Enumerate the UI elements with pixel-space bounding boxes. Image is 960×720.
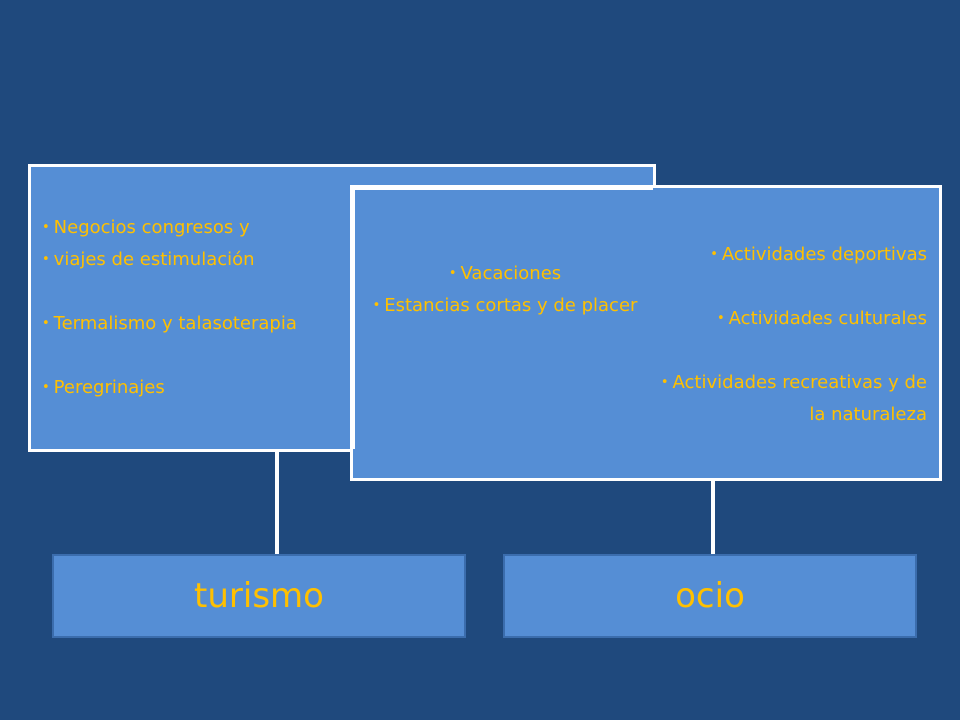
list-item: Estancias cortas y de placer bbox=[360, 290, 650, 322]
shared-activities-list: Vacaciones Estancias cortas y de placer bbox=[360, 258, 650, 322]
ocio-connector-line bbox=[711, 481, 715, 556]
list-item: Peregrinajes bbox=[42, 372, 297, 404]
list-item: Actividades recreativas y de la naturale… bbox=[640, 367, 927, 431]
list-item: Actividades culturales bbox=[640, 303, 927, 335]
overlap-region bbox=[353, 188, 653, 449]
ocio-activities-list: Actividades deportivas Actividades cultu… bbox=[640, 239, 927, 431]
turismo-label: turismo bbox=[52, 554, 466, 638]
list-item: Actividades deportivas bbox=[640, 239, 927, 271]
list-item: Termalismo y talasoterapia bbox=[42, 308, 297, 340]
list-item: Vacaciones bbox=[360, 258, 650, 290]
turismo-activities-list: Negocios congresos y viajes de estimulac… bbox=[42, 212, 297, 404]
turismo-connector-line bbox=[275, 452, 279, 556]
list-item: Negocios congresos y bbox=[42, 212, 297, 244]
list-item: viajes de estimulación bbox=[42, 244, 297, 276]
ocio-label: ocio bbox=[503, 554, 917, 638]
